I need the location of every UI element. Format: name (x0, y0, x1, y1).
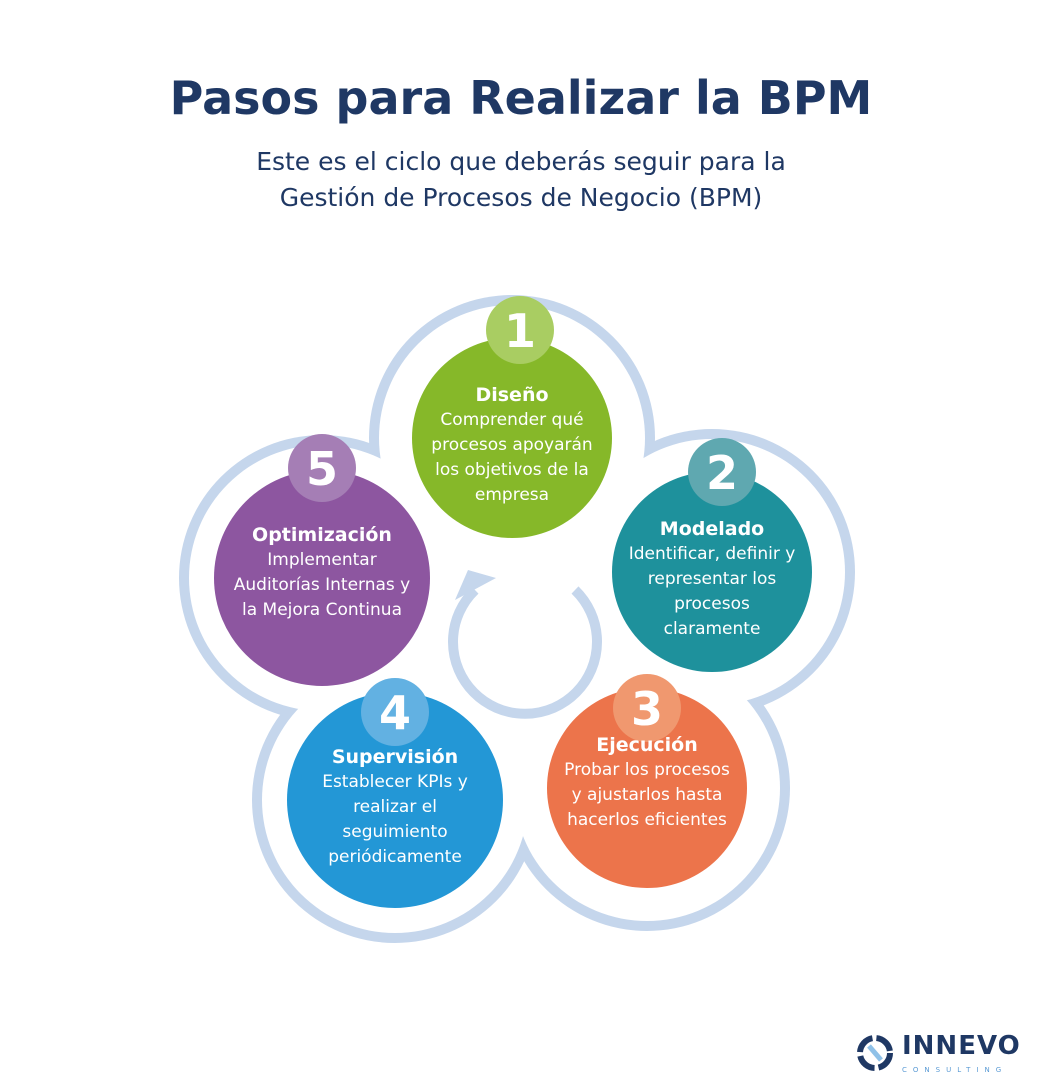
step-1-number: 1 (504, 304, 536, 358)
cycle-arrow-icon (448, 570, 602, 719)
logo-name: INNEVO (902, 1031, 1021, 1061)
page-title: Pasos para Realizar la BPM (169, 71, 873, 125)
step-5-badge (288, 434, 356, 502)
step-2-number: 2 (706, 446, 738, 500)
step-title: Supervisión (331, 746, 459, 768)
step-4-badge (361, 678, 429, 746)
innevo-logo: INNEVO CONSULTING (856, 1030, 1021, 1075)
logo-tagline: CONSULTING (902, 1066, 1008, 1074)
step-5-circle (214, 470, 430, 686)
step-title: Optimización (252, 524, 392, 546)
step-5-number: 5 (306, 442, 338, 496)
subtitle-line-1: Este es el ciclo que deberás seguir para… (256, 147, 786, 176)
step-3-number: 3 (631, 682, 663, 736)
subtitle-line-2: Gestión de Procesos de Negocio (BPM) (279, 183, 763, 212)
logo-mark-icon (857, 1034, 893, 1071)
step-3-badge (613, 674, 681, 742)
step-4-number: 4 (379, 686, 411, 740)
step-description: Comprender qué procesos apoyarán los obj… (431, 410, 593, 505)
step-1-badge (486, 296, 554, 364)
step-description: Probar los procesos y ajustarlos hasta h… (564, 760, 730, 830)
step-3-circle (547, 688, 747, 888)
step-description: Establecer KPIs y realizar el seguimient… (322, 772, 468, 867)
step-2-circle (612, 472, 812, 672)
step-4-circle (287, 692, 503, 908)
step-description: Identificar, definir y representar los p… (628, 544, 796, 639)
step-description: Implementar Auditorías Internas y la Mej… (233, 550, 411, 620)
step-title: Ejecución (596, 734, 698, 756)
step-2-badge (688, 438, 756, 506)
step-title: Modelado (659, 518, 765, 540)
step-1-circle (412, 338, 612, 538)
step-title: Diseño (475, 384, 549, 406)
